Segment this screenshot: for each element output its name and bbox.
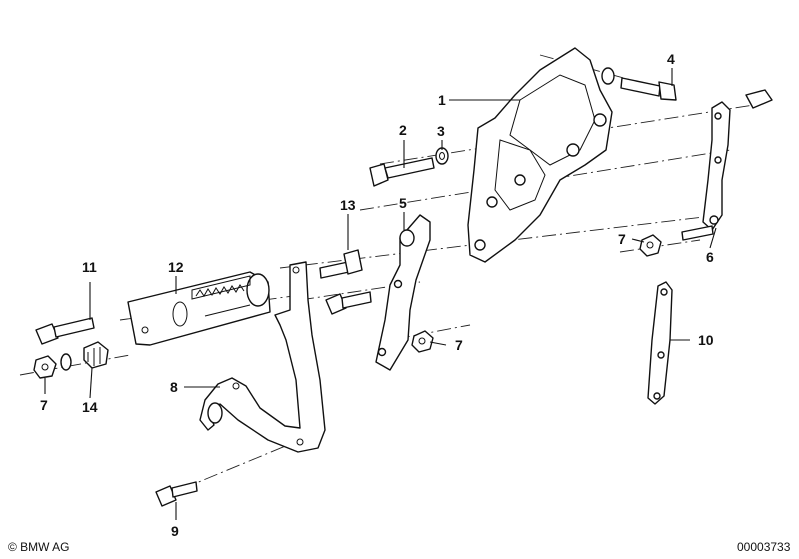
bolt-4 (601, 67, 677, 101)
nut-7-left (33, 355, 57, 379)
callout-7-left: 7 (40, 397, 48, 413)
castle-nut-14 (83, 341, 109, 369)
callout-2: 2 (399, 122, 407, 138)
copyright-text: © BMW AG (8, 540, 70, 554)
washer-left (60, 353, 72, 371)
diagram-number: 00003733 (737, 540, 791, 554)
nut-7-right (639, 234, 662, 257)
callout-8: 8 (170, 379, 178, 395)
bolt-13 (319, 249, 363, 279)
callout-3: 3 (437, 123, 445, 139)
washer-3 (435, 147, 449, 165)
callout-5: 5 (399, 195, 407, 211)
callout-labels: 1 2 3 4 5 6 7 7 7 8 9 10 11 12 13 14 (40, 51, 714, 539)
slotted-tube-12 (127, 271, 271, 346)
bolt-11 (35, 317, 95, 345)
nut-7-mid (411, 330, 434, 353)
strap-5 (375, 214, 431, 371)
axis-lines (19, 54, 761, 499)
callout-14: 14 (82, 399, 98, 415)
leader-lines (44, 68, 717, 520)
bracket-8 (199, 261, 326, 453)
bolt-mid (325, 291, 372, 315)
bolt-2 (369, 157, 435, 187)
callout-7-mid: 7 (455, 337, 463, 353)
callout-11: 11 (82, 259, 97, 275)
main-bracket (467, 47, 613, 263)
callout-4: 4 (667, 51, 675, 67)
callout-9: 9 (171, 523, 179, 539)
callout-6: 6 (706, 249, 714, 265)
bolt-9 (155, 481, 198, 507)
callout-13: 13 (340, 197, 356, 213)
link-arm-6 (681, 89, 773, 241)
callout-10: 10 (698, 332, 714, 348)
callout-1: 1 (438, 92, 446, 108)
callout-7-right: 7 (618, 231, 626, 247)
strap-10 (647, 281, 673, 405)
callout-12: 12 (168, 259, 184, 275)
